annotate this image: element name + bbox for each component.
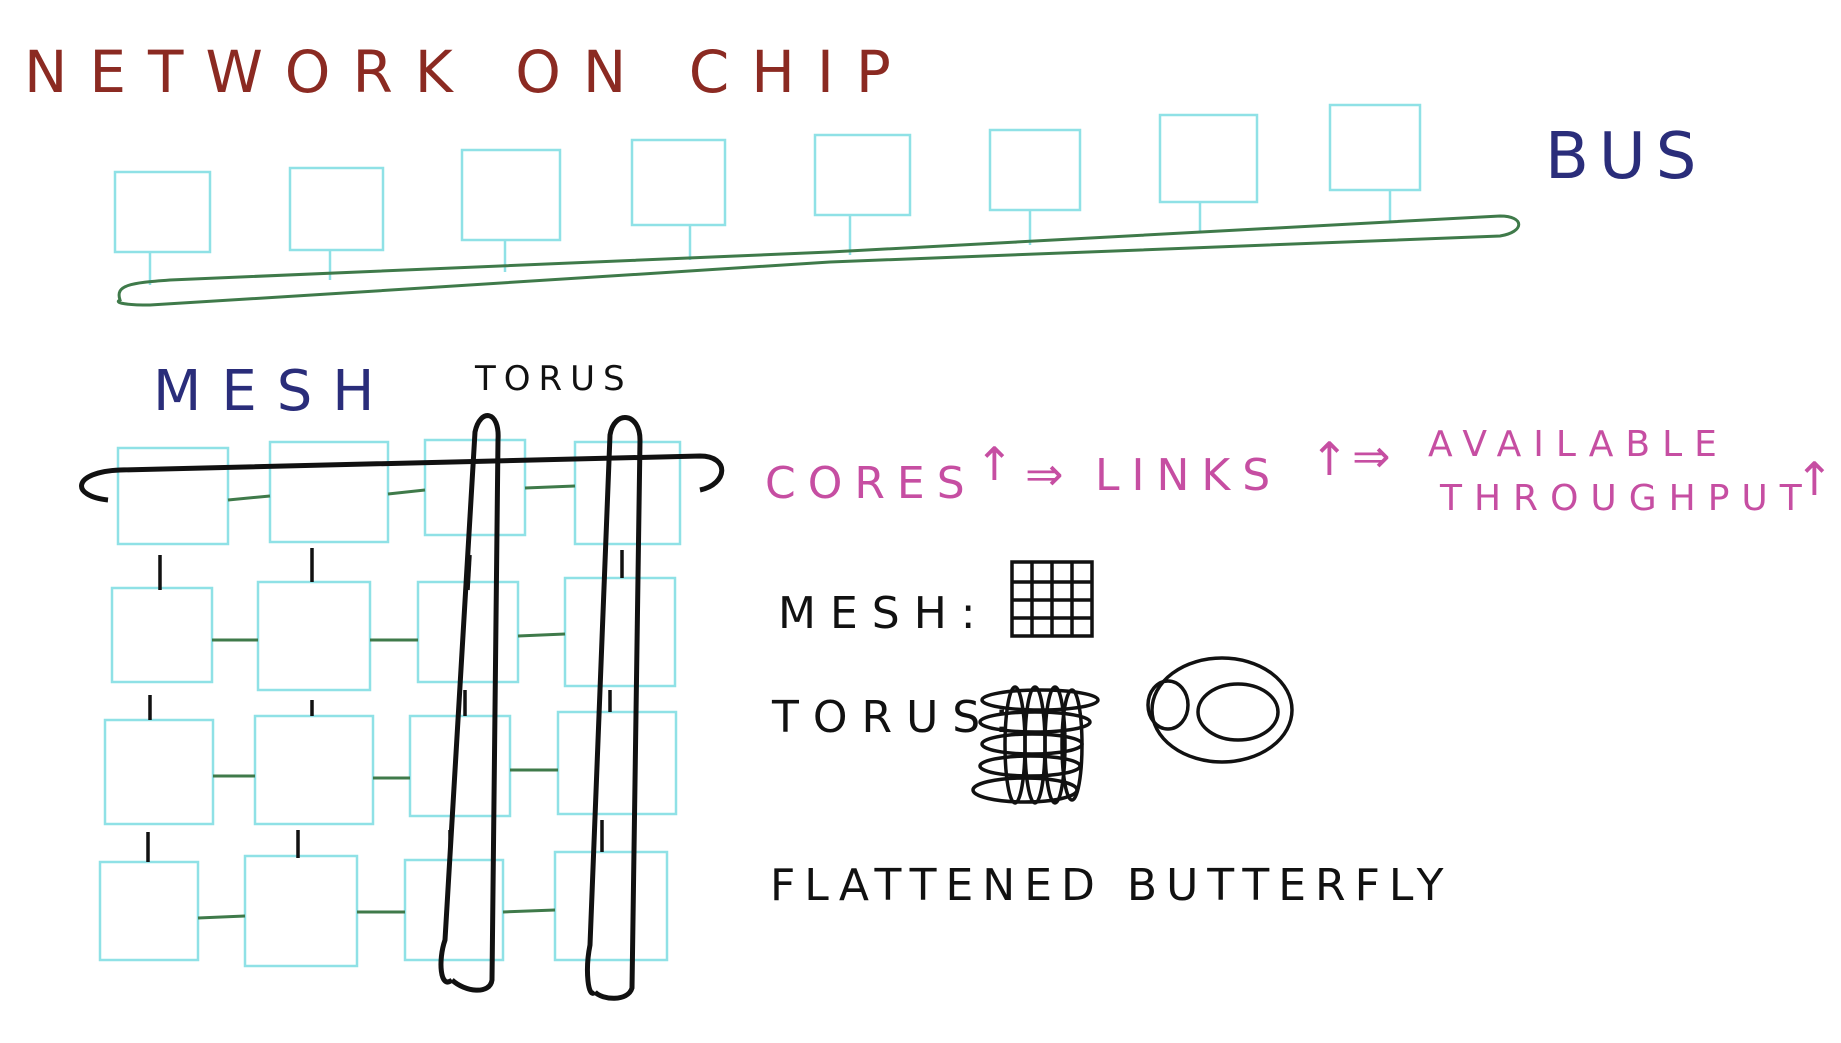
note-available: AVAILABLE [1428, 424, 1729, 465]
mesh-core [268, 440, 390, 544]
torus-label: TORUS [474, 359, 633, 399]
bus-topology [113, 103, 1521, 307]
page-title: NETWORK ON CHIP [24, 38, 913, 106]
note-throughput: THROUGHPUT [1439, 478, 1814, 519]
note-cores: CORES [765, 458, 977, 509]
mesh-label: MESH [153, 359, 394, 424]
torus-vertical-ring [585, 415, 643, 1001]
torus-horizontal-ring [79, 453, 725, 503]
up-arrow-icon: ↑ [975, 437, 1014, 491]
note-links: LINKS [1095, 450, 1282, 501]
up-arrow-icon: ↑ [1795, 452, 1834, 506]
mesh-core [556, 710, 678, 816]
mesh-core [573, 440, 682, 546]
legend-torus: TORUS: [771, 692, 1023, 743]
bus-core [113, 170, 212, 254]
bus-line [116, 214, 1521, 307]
torus-grid-icon [971, 685, 1100, 805]
legend-mesh: MESH: [778, 588, 990, 639]
mesh-core [110, 586, 214, 684]
bus-core [988, 128, 1082, 212]
bus-core [1158, 113, 1259, 204]
mesh-core [256, 580, 372, 692]
mesh-grid [79, 413, 725, 1001]
bus-core [1328, 103, 1422, 192]
mesh-core [243, 854, 359, 968]
mesh-core [98, 860, 200, 962]
mesh-core [253, 714, 375, 826]
bus-label: BUS [1545, 120, 1706, 194]
implies-arrow-icon: ⇒ [1352, 429, 1391, 483]
mesh-core [103, 718, 215, 826]
bus-core [460, 148, 562, 242]
torus-donut-icon [1146, 656, 1294, 764]
bus-core [288, 166, 385, 252]
scaling-note: CORES ↑ ⇒ LINKS ↑ ⇒ AVAILABLE THROUGHPUT… [765, 424, 1834, 519]
implies-arrow-icon: ⇒ [1025, 447, 1064, 501]
mesh-core [563, 576, 677, 688]
up-arrow-icon: ↑ [1310, 432, 1349, 486]
mesh-core [553, 850, 669, 962]
bus-core [630, 138, 727, 227]
mesh-core [116, 446, 230, 546]
bus-core [813, 133, 912, 217]
mesh-core [403, 858, 505, 962]
legend-flattened-butterfly: FLATTENED BUTTERFLY [770, 860, 1452, 911]
mesh-core [416, 580, 520, 684]
mesh-icon [1010, 560, 1094, 638]
torus-vertical-ring [438, 413, 501, 993]
